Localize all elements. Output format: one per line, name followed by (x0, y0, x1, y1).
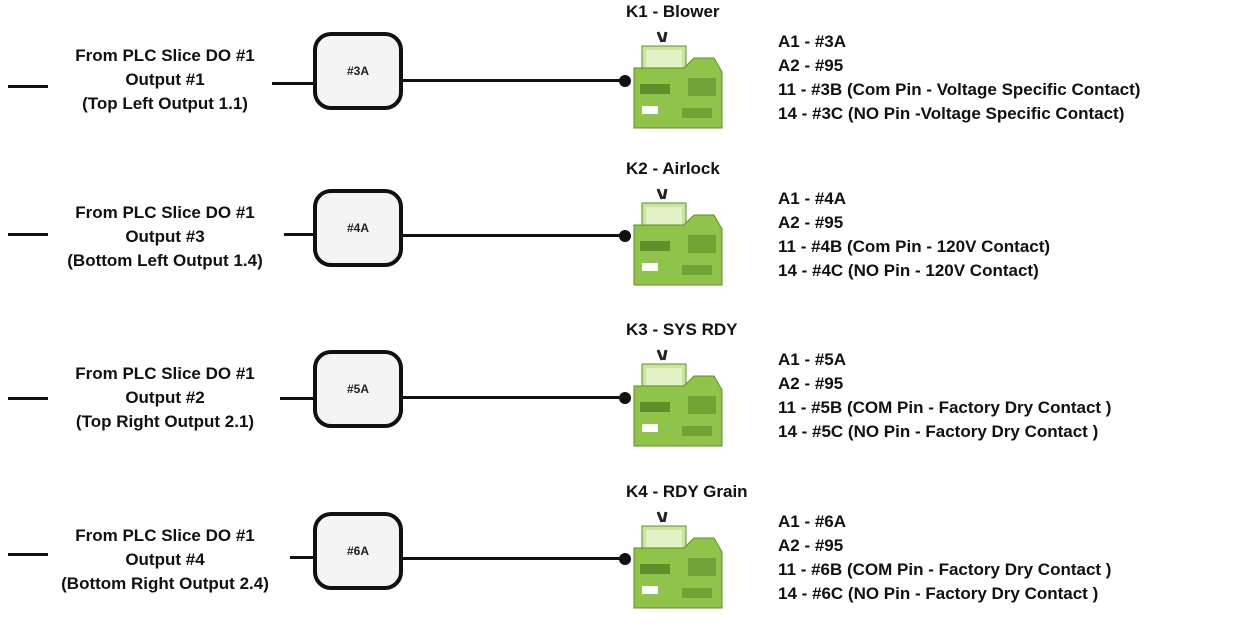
pin-14: 14 - #5C (NO Pin - Factory Dry Contact ) (778, 422, 1099, 441)
source-stub-wire (8, 397, 48, 400)
wire-label-box: #3A (313, 32, 403, 110)
relay-module-icon (633, 511, 723, 609)
pin-11: 11 - #4B (Com Pin - 120V Contact) (778, 237, 1051, 256)
relay-module-icon (633, 188, 723, 286)
plc-source-label: From PLC Slice DO #1 Output #3 (Bottom L… (30, 201, 300, 273)
terminal-dot (619, 230, 631, 242)
wire-label: #3A (346, 64, 369, 78)
pin-11: 11 - #3B (Com Pin - Voltage Specific Con… (778, 80, 1141, 99)
source-line-2: Output #4 (125, 550, 205, 569)
relay-module-icon (633, 349, 723, 447)
source-to-box-wire (272, 82, 316, 85)
source-line-1: From PLC Slice DO #1 (75, 526, 255, 545)
pin-a1: A1 - #6A (778, 512, 847, 531)
wire-label-box: #4A (313, 189, 403, 267)
pin-14: 14 - #6C (NO Pin - Factory Dry Contact ) (778, 584, 1099, 603)
terminal-dot (619, 553, 631, 565)
pin-11: 11 - #6B (COM Pin - Factory Dry Contact … (778, 560, 1112, 579)
source-line-1: From PLC Slice DO #1 (75, 46, 255, 65)
box-to-relay-wire (403, 396, 625, 399)
source-to-box-wire (290, 556, 316, 559)
plc-source-label: From PLC Slice DO #1 Output #1 (Top Left… (30, 44, 300, 116)
plc-source-label: From PLC Slice DO #1 Output #2 (Top Righ… (30, 362, 300, 434)
pin-a2: A2 - #95 (778, 213, 844, 232)
pin-14: 14 - #3C (NO Pin -Voltage Specific Conta… (778, 104, 1125, 123)
relay-row-k4: From PLC Slice DO #1 Output #4 (Bottom R… (0, 480, 1241, 630)
wire-label: #6A (346, 544, 369, 558)
wire-label-box: #5A (313, 350, 403, 428)
source-line-2: Output #2 (125, 388, 205, 407)
source-line-3: (Bottom Left Output 1.4) (67, 251, 263, 270)
relay-title: K3 - SYS RDY (626, 320, 738, 339)
terminal-dot (619, 392, 631, 404)
pin-a2: A2 - #95 (778, 536, 844, 555)
source-stub-wire (8, 233, 48, 236)
source-stub-wire (8, 85, 48, 88)
source-line-2: Output #1 (125, 70, 205, 89)
pin-a1: A1 - #5A (778, 350, 847, 369)
source-stub-wire (8, 553, 48, 556)
relay-row-k1: From PLC Slice DO #1 Output #1 (Top Left… (0, 0, 1241, 150)
relay-pin-list: A1 - #6A A2 - #95 11 - #6B (COM Pin - Fa… (778, 510, 1111, 606)
relay-module-icon (633, 31, 723, 129)
relay-pin-list: A1 - #3A A2 - #95 11 - #3B (Com Pin - Vo… (778, 30, 1140, 126)
wire-label: #4A (346, 221, 369, 235)
source-line-1: From PLC Slice DO #1 (75, 364, 255, 383)
source-line-1: From PLC Slice DO #1 (75, 203, 255, 222)
source-line-2: Output #3 (125, 227, 205, 246)
source-line-3: (Top Right Output 2.1) (75, 412, 255, 431)
pin-a2: A2 - #95 (778, 374, 844, 393)
relay-pin-list: A1 - #5A A2 - #95 11 - #5B (COM Pin - Fa… (778, 348, 1111, 444)
pin-a1: A1 - #3A (778, 32, 847, 51)
relay-title: K1 - Blower (626, 2, 720, 21)
terminal-dot (619, 75, 631, 87)
pin-a1: A1 - #4A (778, 189, 847, 208)
wire-label-box: #6A (313, 512, 403, 590)
relay-row-k3: From PLC Slice DO #1 Output #2 (Top Righ… (0, 318, 1241, 468)
source-line-3: (Top Left Output 1.1) (82, 94, 248, 113)
plc-source-label: From PLC Slice DO #1 Output #4 (Bottom R… (30, 524, 300, 596)
relay-title: K4 - RDY Grain (626, 482, 748, 501)
wire-label: #5A (346, 382, 369, 396)
box-to-relay-wire (403, 234, 625, 237)
pin-14: 14 - #4C (NO Pin - 120V Contact) (778, 261, 1039, 280)
source-to-box-wire (284, 233, 316, 236)
box-to-relay-wire (403, 79, 625, 82)
source-line-3: (Bottom Right Output 2.4) (61, 574, 269, 593)
relay-row-k2: From PLC Slice DO #1 Output #3 (Bottom L… (0, 157, 1241, 307)
relay-title: K2 - Airlock (626, 159, 720, 178)
relay-pin-list: A1 - #4A A2 - #95 11 - #4B (Com Pin - 12… (778, 187, 1050, 283)
source-to-box-wire (280, 397, 316, 400)
pin-11: 11 - #5B (COM Pin - Factory Dry Contact … (778, 398, 1112, 417)
pin-a2: A2 - #95 (778, 56, 844, 75)
box-to-relay-wire (403, 557, 625, 560)
